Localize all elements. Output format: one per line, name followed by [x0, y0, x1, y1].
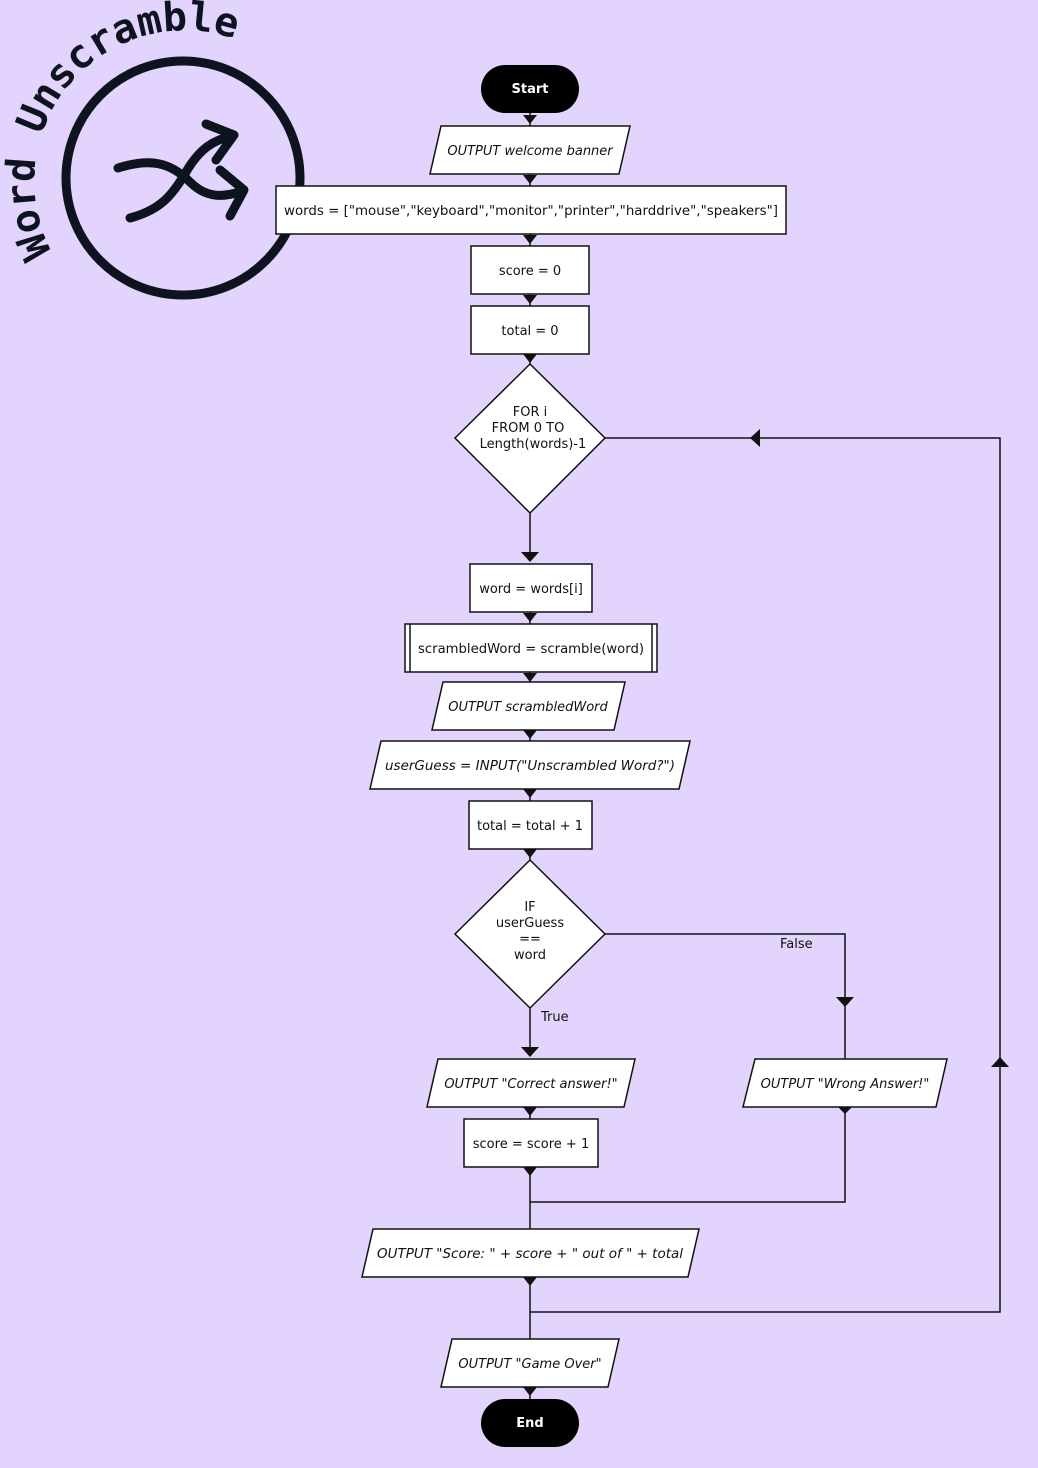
svg-text:scrambledWord = scramble(word): scrambledWord = scramble(word) [418, 642, 644, 657]
logo-text: Word Unscramble [0, 0, 244, 267]
true-label: True [540, 1010, 569, 1025]
svg-text:FOR i: FOR i [513, 405, 548, 420]
svg-text:total = 0: total = 0 [501, 324, 558, 339]
svg-text:OUTPUT "Game Over": OUTPUT "Game Over" [458, 1357, 601, 1372]
node-total-init: total = 0 [470, 305, 590, 355]
svg-text:total = total + 1: total = total + 1 [477, 819, 583, 834]
logo-ring [61, 56, 305, 300]
false-label: False [780, 937, 813, 952]
svg-text:OUTPUT scrambledWord: OUTPUT scrambledWord [448, 700, 608, 715]
node-total-inc: total = total + 1 [468, 800, 593, 850]
node-output-welcome: OUTPUT welcome banner [429, 125, 631, 175]
svg-text:userGuess: userGuess [496, 916, 564, 931]
svg-text:OUTPUT "Score: " + score + " o: OUTPUT "Score: " + score + " out of " + … [377, 1247, 683, 1262]
node-for-loop: FOR i FROM 0 TO Length(words)-1 [453, 362, 607, 515]
svg-text:score = 0: score = 0 [499, 264, 561, 279]
node-scramble-call: scrambledWord = scramble(word) [404, 623, 658, 673]
shuffle-icon [113, 119, 249, 223]
node-output-score: OUTPUT "Score: " + score + " out of " + … [361, 1228, 700, 1278]
svg-text:End: End [516, 1416, 543, 1431]
svg-text:OUTPUT "Wrong Answer!": OUTPUT "Wrong Answer!" [761, 1077, 930, 1092]
node-user-input: userGuess = INPUT("Unscrambled Word?") [369, 740, 691, 790]
svg-text:FROM 0 TO: FROM 0 TO [492, 421, 565, 436]
svg-text:OUTPUT "Correct answer!": OUTPUT "Correct answer!" [444, 1077, 617, 1092]
svg-text:word = words[i]: word = words[i] [479, 582, 583, 597]
node-if-condition: IF userGuess == word [453, 858, 607, 1010]
svg-text:OUTPUT welcome banner: OUTPUT welcome banner [447, 144, 614, 159]
svg-text:score = score + 1: score = score + 1 [473, 1137, 589, 1152]
node-start: Start [481, 65, 579, 113]
svg-text:Length(words)-1: Length(words)-1 [480, 437, 587, 452]
node-score-init: score = 0 [470, 245, 590, 295]
svg-text:==: == [519, 932, 541, 947]
logo: Word Unscramble [0, 0, 305, 300]
arrowheads [521, 115, 1009, 1396]
node-end: End [481, 1399, 579, 1447]
node-score-inc: score = score + 1 [463, 1118, 599, 1168]
svg-text:word: word [514, 948, 546, 963]
svg-text:userGuess = INPUT("Unscrambled: userGuess = INPUT("Unscrambled Word?") [385, 759, 675, 774]
node-output-wrong: OUTPUT "Wrong Answer!" [742, 1058, 948, 1108]
node-output-correct: OUTPUT "Correct answer!" [426, 1058, 636, 1108]
svg-text:Start: Start [512, 82, 549, 97]
svg-text:words = ["mouse","keyboard","m: words = ["mouse","keyboard","monitor","p… [284, 204, 778, 219]
svg-text:IF: IF [524, 900, 535, 915]
node-words-init: words = ["mouse","keyboard","monitor","p… [275, 185, 787, 235]
node-output-scrambled: OUTPUT scrambledWord [431, 681, 626, 731]
node-output-gameover: OUTPUT "Game Over" [440, 1338, 620, 1388]
node-word-assign: word = words[i] [469, 563, 593, 613]
